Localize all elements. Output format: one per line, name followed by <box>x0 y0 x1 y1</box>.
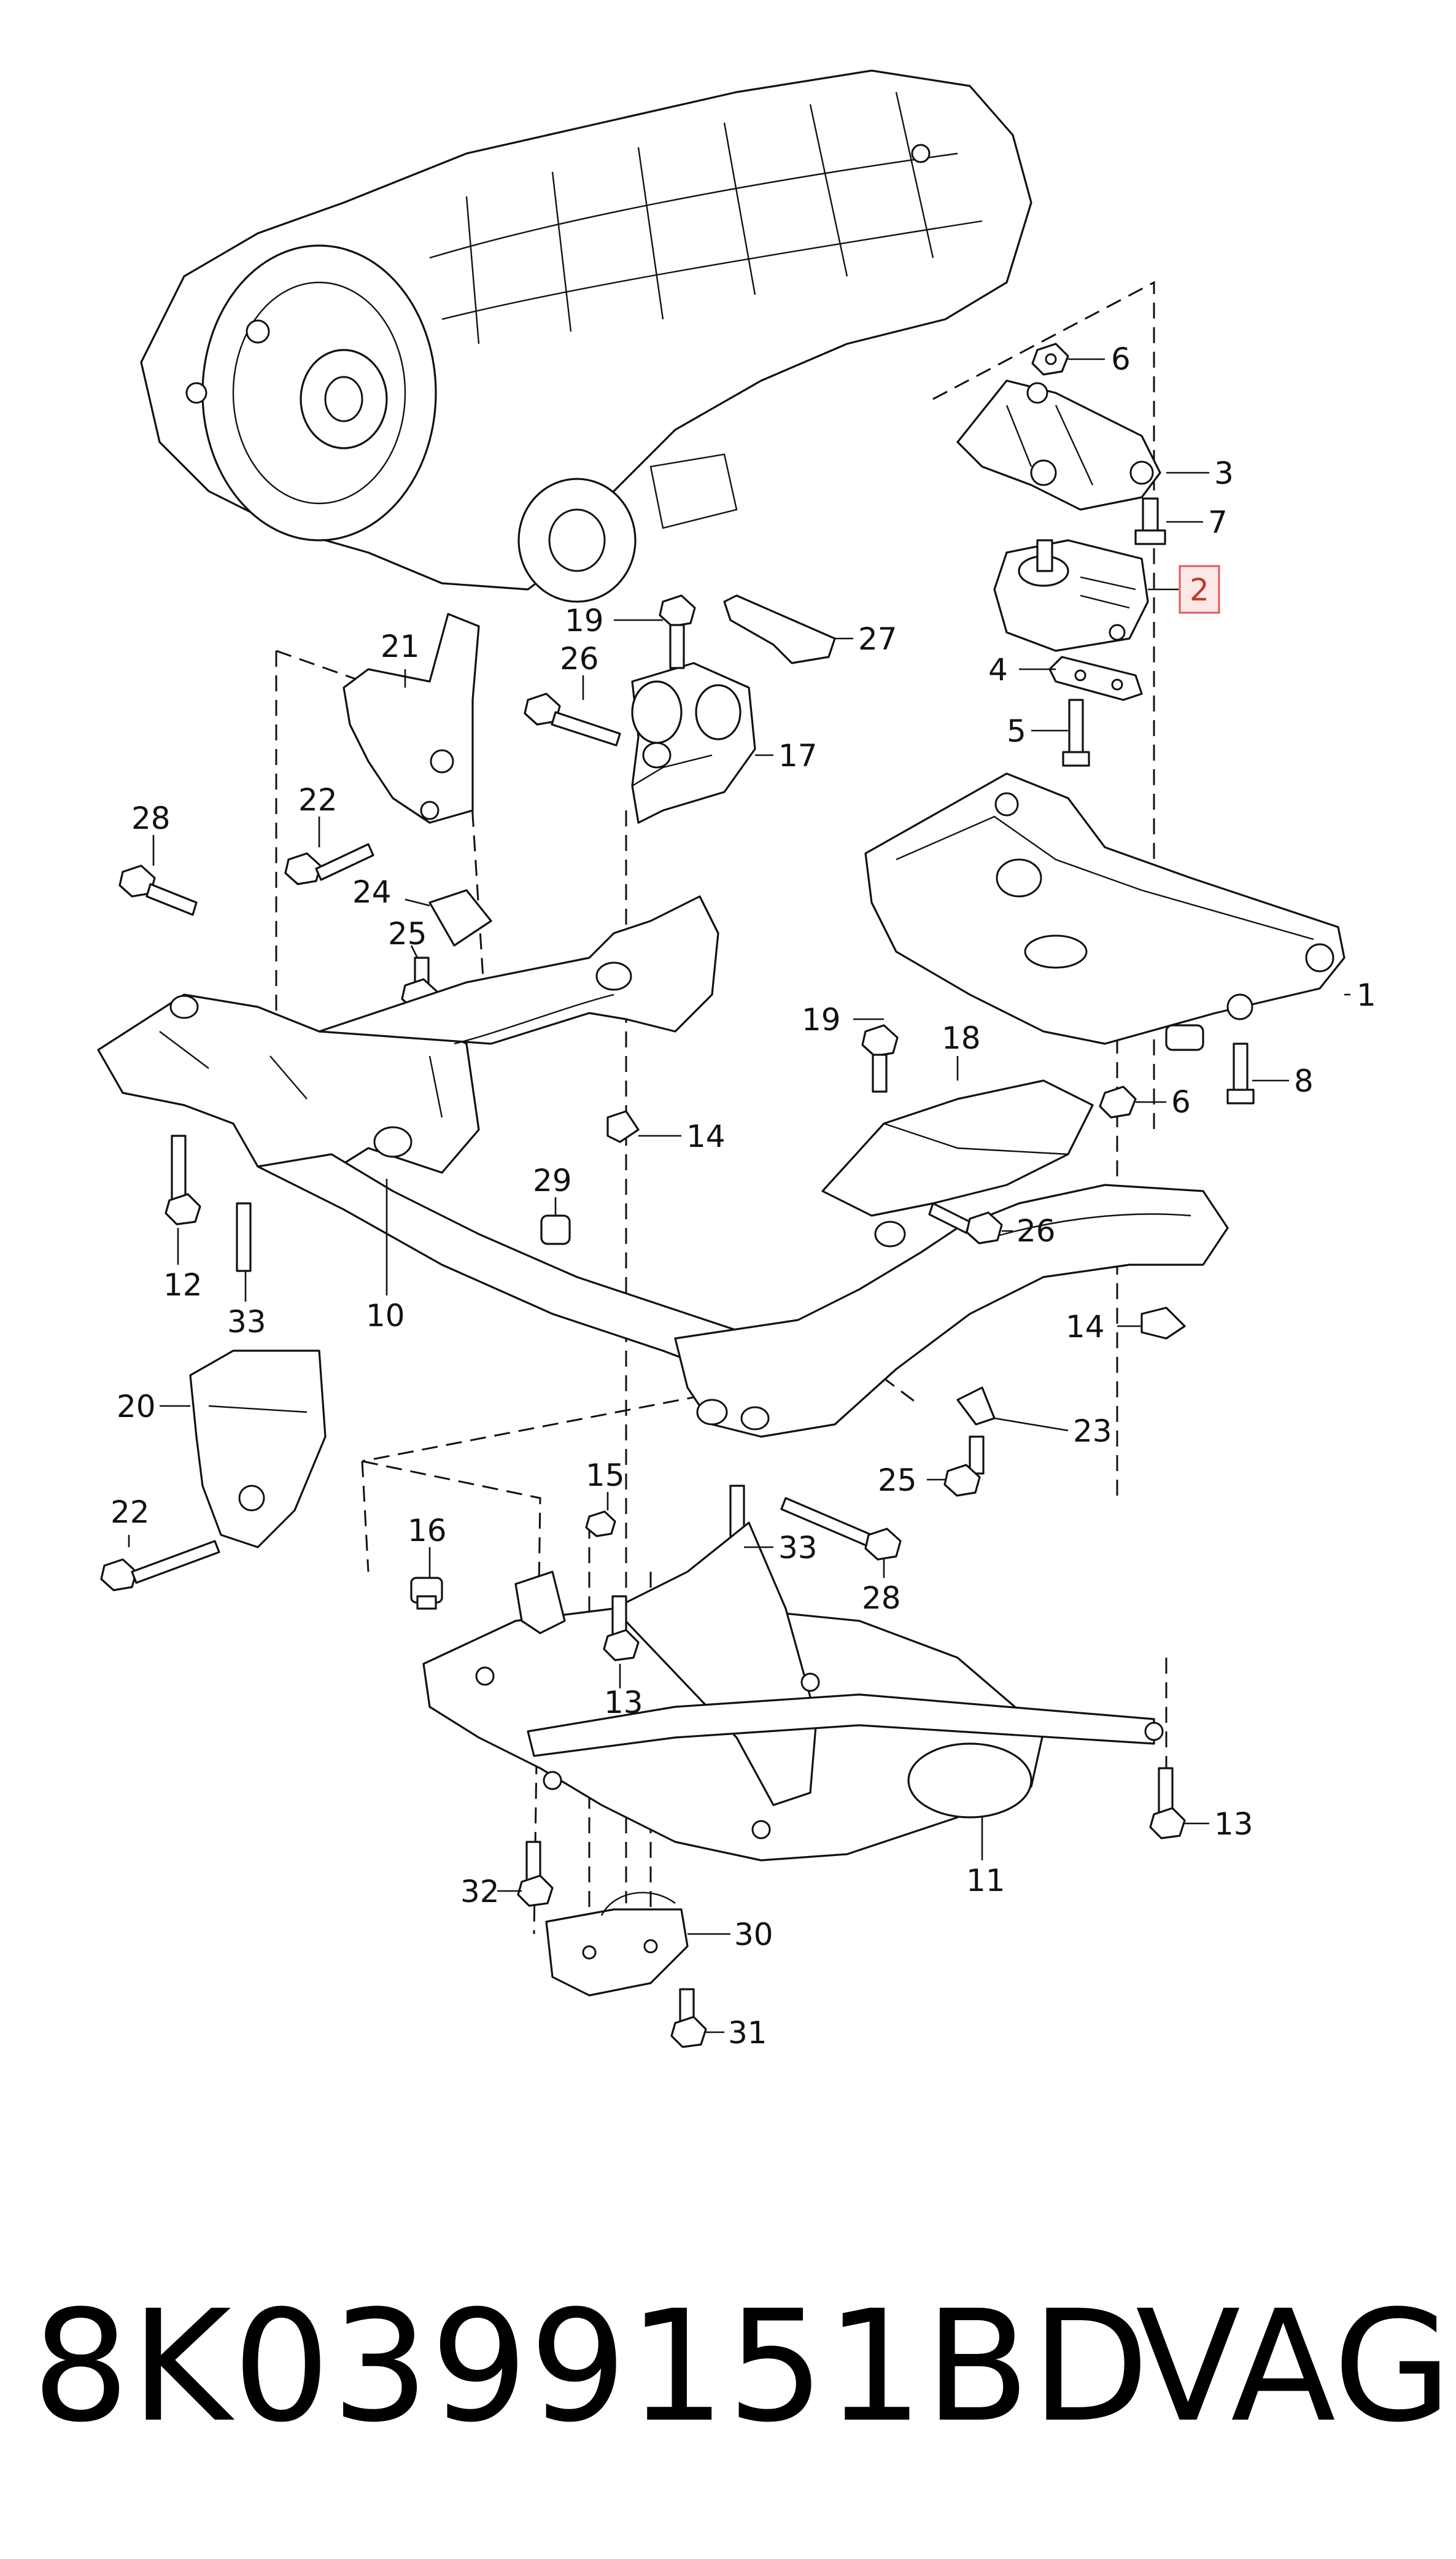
part-5-bolt <box>1062 699 1090 767</box>
part-3-mount-bracket <box>956 379 1161 511</box>
callout-26-lower: 26 <box>1016 1213 1056 1249</box>
part-8-bolt <box>1226 1043 1255 1105</box>
part-number: 8K0399151BD <box>32 2277 1151 2456</box>
callout-5: 5 <box>1007 713 1026 749</box>
part-25-bolt-right <box>943 1435 985 1497</box>
callout-33-left: 33 <box>227 1304 266 1340</box>
callout-30: 30 <box>734 1917 773 1952</box>
callout-22-upper: 22 <box>298 782 338 818</box>
callout-27: 27 <box>858 621 897 657</box>
part-22-bolt-lower <box>100 1540 220 1591</box>
part-19-bolt-lower <box>861 1024 899 1093</box>
callout-14-lower: 14 <box>1066 1309 1105 1345</box>
callout-1: 1 <box>1357 977 1376 1013</box>
callout-33-right: 33 <box>778 1530 818 1566</box>
callout-20: 20 <box>117 1389 156 1424</box>
part-4-plate <box>1048 656 1143 701</box>
callout-15: 15 <box>586 1458 625 1493</box>
part-27-bracket <box>723 594 836 664</box>
callout-19-top: 19 <box>565 603 604 639</box>
callout-13-left: 13 <box>604 1685 643 1720</box>
part-14-block-lower <box>1140 1307 1186 1340</box>
callout-16: 16 <box>408 1513 447 1548</box>
part-28-bolt-left <box>118 864 198 916</box>
callout-26-top: 26 <box>560 641 599 677</box>
part-31-bolt <box>670 1988 707 2048</box>
part-14-block-upper <box>606 1110 640 1143</box>
part-20-heat-shield <box>189 1349 327 1548</box>
callout-22-lower: 22 <box>110 1494 150 1530</box>
part-29-plug <box>540 1214 571 1245</box>
callout-6-top: 6 <box>1111 341 1131 377</box>
brand-name: VAG <box>1136 2277 1452 2456</box>
callout-8: 8 <box>1294 1063 1314 1099</box>
callout-12: 12 <box>163 1267 203 1303</box>
part-13-bolt-left <box>603 1595 640 1661</box>
callout-23: 23 <box>1073 1413 1112 1449</box>
callout-13-right: 13 <box>1214 1806 1253 1842</box>
part-23-clip <box>956 1386 996 1426</box>
part-11-brace-plate <box>422 1521 1164 1862</box>
part-2-transmission-mount <box>993 539 1149 652</box>
part-footer: 8K0399151BD VAG <box>0 2272 1456 2456</box>
callout-14-upper: 14 <box>686 1119 726 1154</box>
callout-labels: 6 3 7 2 4 5 1 6 8 27 17 19 26 21 22 28 2… <box>110 341 1376 2051</box>
callout-11: 11 <box>966 1863 1005 1898</box>
callout-2-highlight-box <box>1179 565 1220 614</box>
part-21-heat-shield <box>343 613 480 824</box>
exploded-view-drawing: 6 3 7 2 4 5 1 6 8 27 17 19 26 21 22 28 2… <box>97 69 1376 2051</box>
part-10-subframe <box>97 895 1229 1438</box>
part-13-bolt-right <box>1149 1767 1186 1839</box>
callout-10: 10 <box>366 1298 405 1334</box>
part-24-clip <box>428 889 492 947</box>
callout-3: 3 <box>1214 456 1234 491</box>
callout-18: 18 <box>942 1020 981 1056</box>
part-32-bolt <box>517 1841 554 1907</box>
callout-21: 21 <box>381 629 420 664</box>
part-28-bolt-right <box>780 1497 902 1561</box>
part-7-bolt <box>1134 497 1166 545</box>
callout-25-left: 25 <box>388 916 427 952</box>
part-12-bolt <box>165 1135 201 1225</box>
callout-29: 29 <box>533 1163 572 1198</box>
callout-17: 17 <box>778 738 818 774</box>
callout-19-lower: 19 <box>802 1002 841 1038</box>
part-16-bush <box>410 1577 443 1610</box>
callout-7: 7 <box>1208 505 1228 540</box>
part-30-small-shield <box>545 1892 689 1997</box>
part-26-bolt-top <box>524 693 621 747</box>
callout-32: 32 <box>460 1874 500 1909</box>
callout-28-left: 28 <box>131 801 171 836</box>
part-19-bolt-top <box>659 594 696 669</box>
callout-31: 31 <box>728 2015 767 2051</box>
part-6-nut-top <box>1031 343 1069 376</box>
part-18-heat-shield <box>821 1079 1094 1217</box>
callout-25-right: 25 <box>878 1462 917 1498</box>
part-26-bolt-lower <box>928 1202 1003 1245</box>
callout-2[interactable]: 2 <box>1190 572 1209 608</box>
part-6-nut-lower <box>1099 1085 1137 1119</box>
part-15-bolt <box>585 1510 616 1537</box>
callout-28-right: 28 <box>862 1580 901 1616</box>
part-33-stud-left <box>236 1202 252 1272</box>
part-1-crossmember <box>864 772 1346 1051</box>
transmission-housing <box>140 69 1032 603</box>
callout-leaders <box>128 358 1350 2033</box>
callout-4: 4 <box>988 652 1008 688</box>
part-17-mount-bracket <box>631 662 756 824</box>
callout-6-lower: 6 <box>1171 1084 1191 1120</box>
part-22-bolt-upper <box>284 843 374 885</box>
callout-24: 24 <box>352 874 392 910</box>
